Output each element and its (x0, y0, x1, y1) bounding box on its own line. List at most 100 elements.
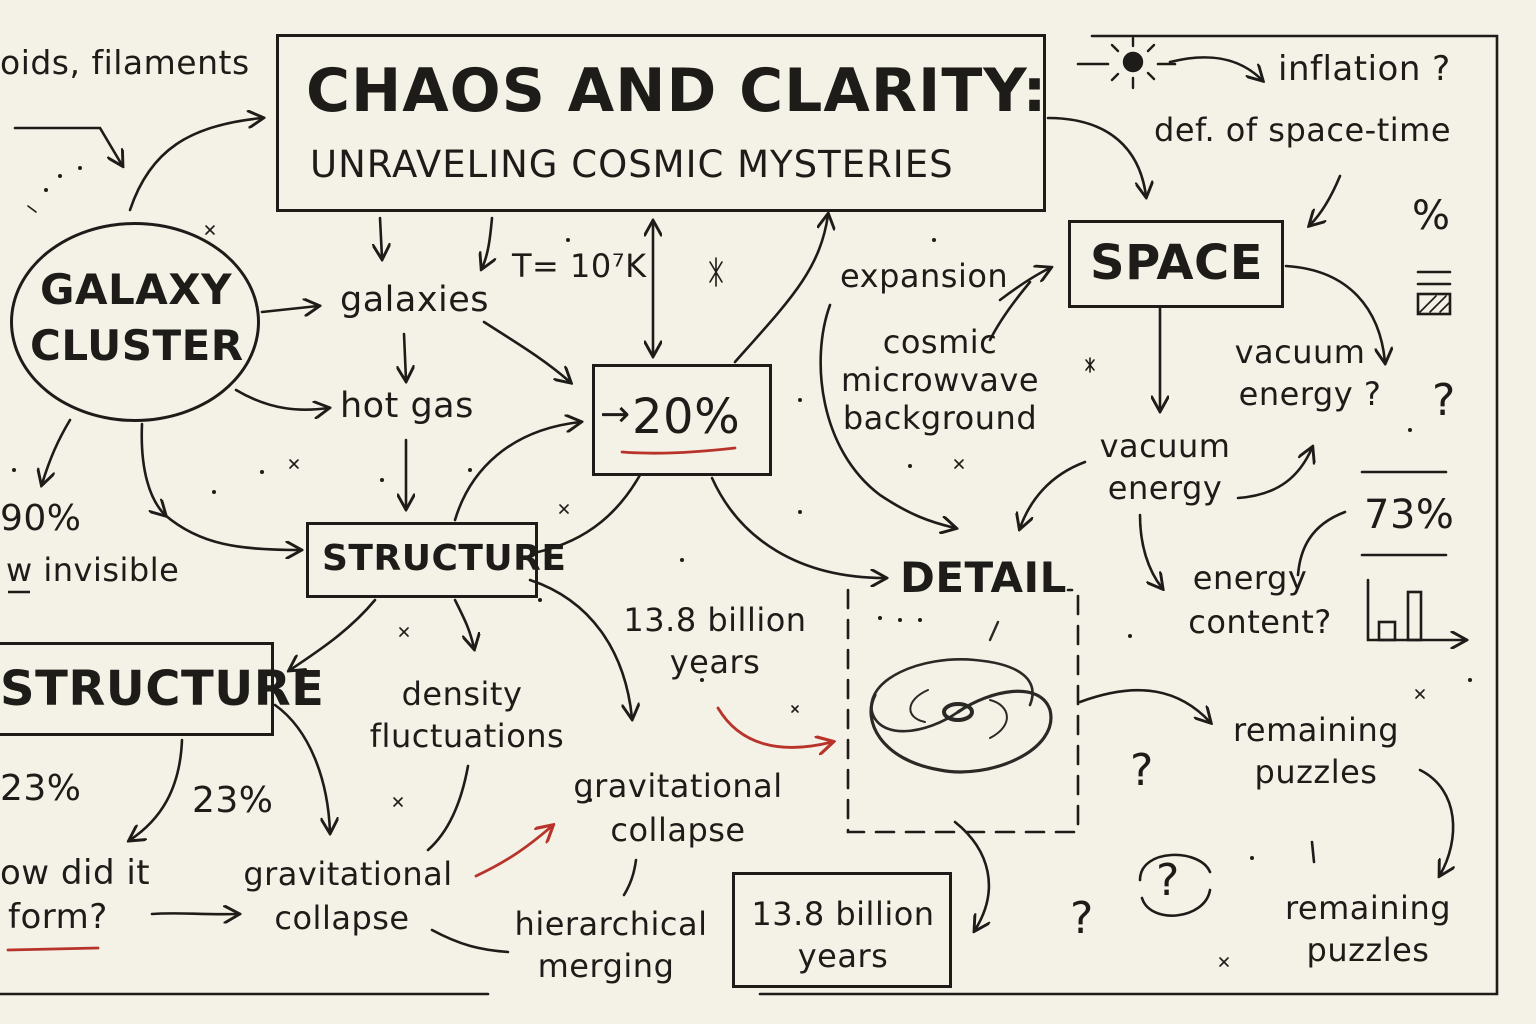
connector-arrow (128, 118, 262, 212)
galaxy-cluster-node (10, 222, 260, 422)
title-box (276, 34, 1046, 212)
now-invisible-label: w invisible (6, 551, 180, 589)
connector-line (1296, 510, 1347, 577)
connector-arrow (453, 598, 474, 648)
cmb-label: background (842, 399, 1038, 437)
connector-line (622, 858, 638, 897)
temperature-label: T= 10⁷K (512, 247, 647, 285)
red-arrow (716, 706, 832, 747)
connector-arrow (1284, 264, 1385, 362)
equals-mark (1416, 270, 1452, 286)
structure-large-box (0, 642, 274, 736)
spacetime-label: def. of space-time (1154, 111, 1452, 149)
page-title: CHAOS AND CLARITY: (306, 56, 1048, 126)
connector-arrow (404, 332, 406, 380)
connector-arrow (998, 268, 1050, 302)
sun-icon-rays (1110, 36, 1156, 90)
connector-arrow (453, 422, 580, 522)
connector-arrow (819, 303, 955, 528)
age-label: years (669, 643, 761, 681)
age-box (732, 872, 952, 988)
inflation-label: inflation ? (1278, 49, 1451, 89)
space-label: SPACE (1090, 235, 1264, 291)
connector-arrow (1418, 768, 1453, 875)
twenty-three-percent: 23% (192, 780, 274, 821)
percent-sign: % (1412, 193, 1451, 239)
sun-icon (1122, 51, 1144, 73)
twenty-three-percent: 23% (0, 768, 82, 809)
connector-arrow (260, 306, 318, 312)
connector-line (988, 280, 1032, 342)
seventy-three-percent: 73% (1364, 492, 1455, 538)
vacuum-energy-question-label: energy ? (1238, 375, 1382, 413)
dot-decoration (12, 166, 1472, 860)
voids-filaments-label: oids, filaments (0, 43, 250, 82)
vacuum-energy-label: energy (1107, 469, 1223, 507)
question-mark: ? (1130, 745, 1154, 796)
cmb-label: microwvave (840, 361, 1040, 399)
star-decoration (27, 205, 1425, 967)
how-did-it-form-label: form? (8, 897, 108, 937)
connector-arrow (140, 422, 165, 515)
age-box-label: 13.8 billion (751, 895, 935, 933)
connector-line (536, 473, 642, 554)
frame-line (758, 34, 1499, 996)
connector-arrow (1310, 174, 1342, 225)
hierarchical-merging-label: merging (537, 947, 675, 985)
question-mark: ? (1432, 375, 1456, 426)
gravitational-collapse-label: collapse (610, 811, 746, 849)
red-underline (620, 446, 737, 455)
connector-arrow (482, 216, 492, 268)
energy-content-label: content? (1188, 603, 1332, 641)
remaining-puzzles-label: remaining (1232, 711, 1400, 749)
detail-box-border (846, 588, 1080, 834)
detail-label: DETAIL (900, 553, 1067, 602)
connector-arrow (380, 216, 382, 258)
twenty-percent-value: 20% (632, 389, 741, 445)
density-label: fluctuations (369, 717, 565, 755)
connector-arrow (130, 738, 184, 840)
connector-arrow (150, 913, 238, 914)
question-circle (1138, 853, 1212, 917)
vacuum-energy-label: vacuum (1099, 427, 1231, 465)
structure-label: STRUCTURE (322, 538, 567, 579)
ninety-percent-label: 90% (0, 498, 82, 539)
connector-arrow (234, 388, 328, 410)
connector-arrow (1046, 116, 1146, 196)
remaining-puzzles-label: remaining (1284, 889, 1452, 927)
connector-arrow (290, 598, 377, 670)
connector-line (426, 764, 470, 852)
hatch-lines (1419, 295, 1451, 313)
galaxy-cluster-label: GALAXY (40, 265, 233, 314)
question-mark: ? (1070, 893, 1094, 944)
age-box-label: years (797, 937, 889, 975)
connector-arrow (1168, 56, 1262, 80)
connector-arrow (273, 703, 330, 832)
hierarchical-merging-label: hierarchical (514, 905, 708, 943)
connector-arrow (528, 578, 632, 718)
gravitational-collapse-label: gravitational (573, 767, 783, 805)
twenty-percent-box (592, 364, 772, 476)
galaxies-label: galaxies (340, 280, 490, 320)
connector-line (430, 928, 510, 954)
hot-gas-label: hot gas (340, 386, 474, 426)
mini-chart-bar (1377, 620, 1397, 642)
connector-arrow (710, 476, 885, 578)
red-arrow (474, 826, 552, 878)
energy-content-label: energy (1192, 559, 1308, 597)
connector-arrow (13, 126, 122, 165)
mini-chart-axis (1366, 578, 1465, 640)
gravitational-collapse-label: gravitational (243, 855, 453, 893)
vacuum-energy-question-label: vacuum (1234, 333, 1366, 371)
remaining-puzzles-label: puzzles (1306, 931, 1430, 969)
gravitational-collapse-label: collapse (274, 899, 410, 937)
expansion-label: expansion (840, 257, 1009, 295)
connector-arrow (482, 320, 570, 382)
structure-box (306, 522, 538, 598)
arrow-glyph: → (600, 394, 631, 435)
connector-arrow (1236, 448, 1312, 500)
now-invisible-part: invisible (32, 551, 180, 589)
remaining-puzzles-label: puzzles (1254, 753, 1378, 791)
